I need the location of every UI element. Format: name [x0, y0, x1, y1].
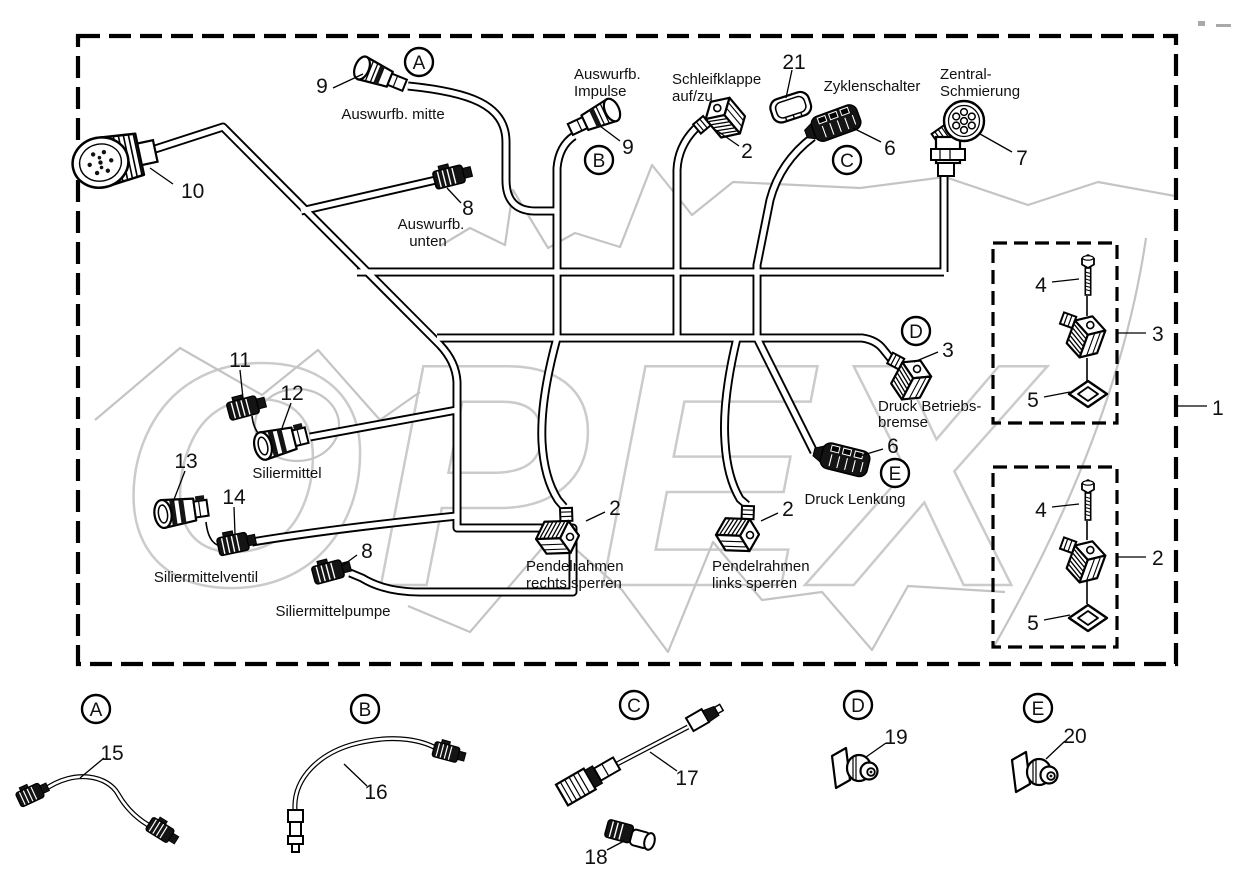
section-d-bottom: D — [842, 689, 874, 721]
label-zyklenschalter: Zyklenschalter — [824, 78, 921, 95]
watermark-zigzag-left — [94, 346, 421, 422]
callout-8-siliermittelpumpe: 8 — [361, 540, 373, 563]
callout-5-kit2: 5 — [1027, 612, 1039, 635]
section-c-main: C — [831, 144, 863, 176]
label-siliermittelpumpe: Siliermittelpumpe — [275, 603, 390, 620]
callout-numbers: 9 10 8 9 2 21 6 7 11 12 13 14 8 3 6 2 2 … — [100, 51, 1223, 869]
section-d-main-letter: D — [909, 322, 923, 343]
watermark-arc-right — [992, 237, 1148, 649]
watermark-zigzag-top — [439, 163, 1176, 250]
callout-2-pendelrahmen-rechts: 2 — [609, 497, 621, 520]
section-b-bottom-letter: B — [359, 700, 372, 721]
section-e-bottom-letter: E — [1032, 699, 1045, 720]
kit-box-2-border — [991, 465, 1119, 649]
callout-2-pendelrahmen-links: 2 — [782, 498, 794, 521]
label-pendelrahmen-links-1: Pendelrahmen — [712, 558, 810, 575]
callout-3-druck-betriebsbremse: 3 — [942, 339, 954, 362]
label-pendelrahmen-rechts-1: Pendelrahmen — [526, 558, 624, 575]
label-druck-betriebsbremse-2: bremse — [878, 414, 928, 431]
connector-7-zentralschmierung — [930, 99, 986, 177]
label-schleifklappe-1: Schleifklappe — [672, 71, 761, 88]
label-zentralschmierung-2: Schmierung — [940, 83, 1020, 100]
callout-12: 12 — [280, 382, 303, 405]
section-circles-main: A B C D E — [403, 46, 932, 489]
part-15-cable — [13, 774, 184, 848]
leader-lines — [79, 69, 1207, 851]
part-17-cable — [554, 703, 725, 807]
label-siliermittelventil: Siliermittelventil — [154, 569, 258, 586]
callout-7: 7 — [1016, 147, 1028, 170]
section-a-main-letter: A — [413, 53, 426, 74]
corner-mark — [1198, 21, 1231, 27]
kit-box-3-border — [991, 241, 1119, 425]
section-c-main-letter: C — [840, 151, 854, 172]
part-16-cable — [287, 736, 469, 853]
harness-assembly-border — [75, 33, 1179, 667]
section-d-bottom-letter: D — [851, 696, 865, 717]
callout-1-assembly: 1 — [1212, 397, 1224, 420]
callout-6-zyklenschalter: 6 — [884, 137, 896, 160]
callout-4-kit2: 4 — [1035, 499, 1047, 522]
callout-9-auswurfb-impulse: 9 — [622, 136, 634, 159]
callout-2-schleifklappe: 2 — [741, 140, 753, 163]
callout-21: 21 — [782, 51, 805, 74]
watermark-zigzag-bottom — [407, 530, 1006, 654]
label-schleifklappe-2: auf/zu — [672, 88, 713, 105]
callout-2-kit: 2 — [1152, 547, 1164, 570]
callout-14: 14 — [222, 486, 246, 509]
callout-5-kit3: 5 — [1027, 389, 1039, 412]
section-a-main: A — [403, 46, 435, 78]
callout-11: 11 — [229, 349, 251, 372]
component-labels: Auswurfb. mitte Auswurfb. Impulse Schlei… — [154, 66, 1020, 620]
label-auswurfb-impulse-1: Auswurfb. — [574, 66, 641, 83]
section-b-bottom: B — [349, 693, 381, 725]
callout-18: 18 — [584, 846, 607, 869]
label-auswurfb-mitte: Auswurfb. mitte — [341, 106, 444, 123]
label-pendelrahmen-links-2: links sperren — [712, 575, 797, 592]
callout-17: 17 — [675, 767, 698, 790]
section-c-bottom-letter: C — [627, 696, 641, 717]
section-e-main-letter: E — [889, 464, 902, 485]
label-pendelrahmen-rechts-2: rechts sperren — [526, 575, 622, 592]
section-c-bottom: C — [618, 689, 650, 721]
callout-10: 10 — [181, 180, 204, 203]
connector-10-main-plug — [71, 132, 159, 189]
section-d-main: D — [900, 315, 932, 347]
callout-6-druck-lenkung: 6 — [887, 435, 899, 458]
callout-19: 19 — [884, 726, 907, 749]
label-druck-betriebsbremse-1: Druck Betriebs- — [878, 398, 981, 415]
section-a-bottom: A — [80, 693, 112, 725]
watermark-inner-oval — [253, 387, 341, 463]
label-auswurfb-impulse-2: Impulse — [574, 83, 627, 100]
harness-backbone-band — [365, 277, 944, 334]
section-a-bottom-letter: A — [90, 700, 103, 721]
section-b-main-letter: B — [593, 151, 606, 172]
label-zentralschmierung-1: Zentral- — [940, 66, 992, 83]
callout-15: 15 — [100, 742, 123, 765]
callout-9-auswurfb-mitte: 9 — [316, 75, 328, 98]
callout-8-auswurfb-unten: 8 — [462, 197, 474, 220]
label-siliermittel: Siliermittel — [252, 465, 321, 482]
callout-3-kit: 3 — [1152, 323, 1164, 346]
section-e-main: E — [879, 457, 911, 489]
part-18-plug — [604, 819, 656, 851]
label-auswurfb-unten-1: Auswurfb. — [398, 216, 465, 233]
section-b-main: B — [583, 144, 615, 176]
section-circles-bottom: A B C D E — [80, 689, 1054, 725]
label-druck-lenkung: Druck Lenkung — [805, 491, 906, 508]
label-auswurfb-unten-2: unten — [409, 233, 447, 250]
callout-13: 13 — [174, 450, 197, 473]
callout-16: 16 — [364, 781, 387, 804]
callout-4-kit3: 4 — [1035, 274, 1047, 297]
callout-20: 20 — [1063, 725, 1086, 748]
section-e-bottom: E — [1022, 692, 1054, 724]
harness-cables-core — [151, 83, 947, 595]
